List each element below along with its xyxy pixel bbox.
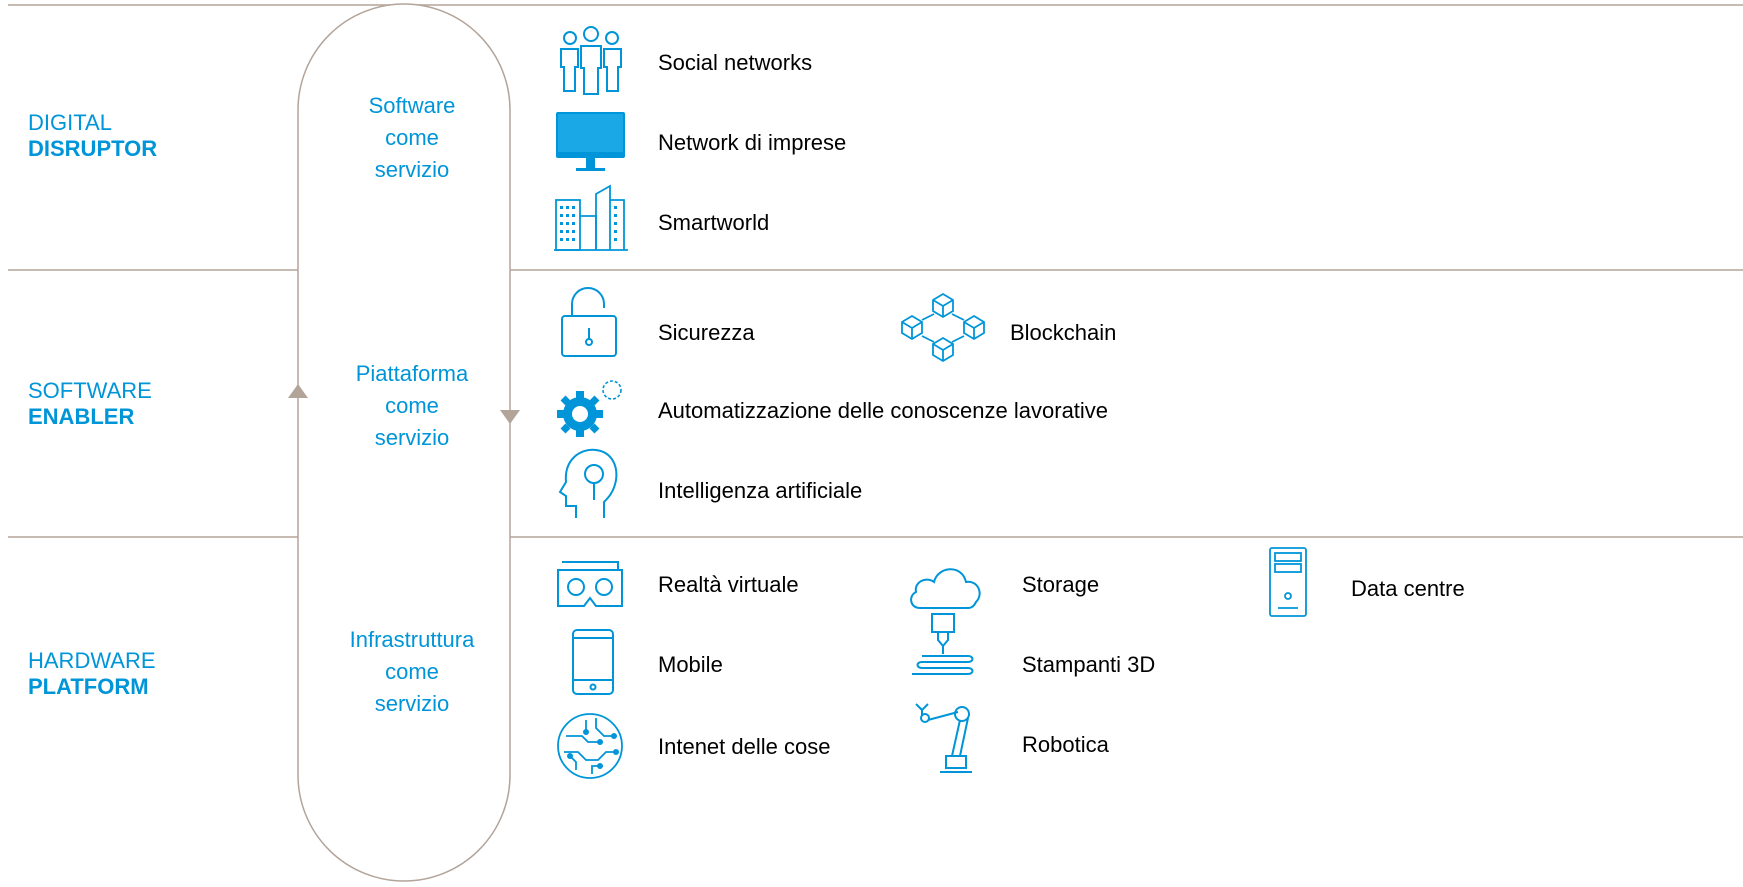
item-automatizzazione: Automatizzazione delle conoscenze lavora… — [658, 398, 1109, 423]
blockchain-cubes-icon — [901, 292, 985, 363]
service-line2: come — [385, 125, 439, 150]
service-line3: servizio — [374, 691, 450, 716]
vr-headset-icon — [557, 561, 623, 607]
item-social-networks: Social networks — [658, 50, 813, 75]
buildings-icon — [554, 184, 628, 251]
layer-label-line1: HARDWARE — [28, 648, 156, 673]
item-stampanti-3d: Stampanti 3D — [1022, 652, 1156, 677]
layer-label-line2: ENABLER — [28, 404, 135, 429]
ai-head-icon — [558, 448, 618, 518]
layer-label-line2: DISRUPTOR — [28, 136, 158, 161]
service-label-platform: Piattaforma come servizio — [312, 358, 512, 454]
service-label-software: Software come servizio — [312, 90, 512, 186]
gears-icon — [557, 380, 622, 437]
cloud-icon — [910, 568, 981, 609]
item-smartworld: Smartworld — [658, 210, 770, 235]
loop-arrow-down — [500, 410, 520, 424]
smartphone-icon — [572, 629, 614, 695]
layer-label-hardware: HARDWARE PLATFORM — [28, 648, 156, 700]
item-data-centre: Data centre — [1351, 576, 1465, 601]
layer-label-line2: PLATFORM — [28, 674, 149, 699]
circuit-globe-icon — [557, 713, 623, 779]
service-label-infrastructure: Infrastruttura come servizio — [312, 624, 512, 720]
item-mobile: Mobile — [658, 652, 723, 677]
layer-label-line1: DIGITAL — [28, 110, 112, 135]
monitor-icon — [556, 112, 625, 171]
robot-arm-icon — [915, 703, 972, 773]
service-line3: servizio — [374, 425, 450, 450]
loop-arrow-up — [288, 384, 308, 398]
service-line2: come — [385, 659, 439, 684]
layer-label-line1: SOFTWARE — [28, 378, 152, 403]
item-realta-virtuale: Realtà virtuale — [658, 572, 799, 597]
item-blockchain: Blockchain — [1010, 320, 1117, 345]
open-padlock-icon — [561, 287, 617, 357]
item-storage: Storage — [1022, 572, 1100, 597]
server-icon — [1269, 547, 1307, 617]
layer-label-digital: DIGITAL DISRUPTOR — [28, 110, 157, 162]
item-intelligenza-artificiale: Intelligenza artificiale — [658, 478, 863, 503]
service-line2: come — [385, 393, 439, 418]
service-line1: Infrastruttura — [349, 627, 475, 652]
item-intenet-delle-cose: Intenet delle cose — [658, 734, 831, 759]
3d-printer-icon — [912, 613, 974, 675]
service-line3: servizio — [374, 157, 450, 182]
service-line1: Piattaforma — [355, 361, 469, 386]
people-group-icon — [560, 26, 622, 95]
item-robotica: Robotica — [1022, 732, 1109, 757]
item-sicurezza: Sicurezza — [658, 320, 755, 345]
service-line1: Software — [368, 93, 456, 118]
item-network-imprese: Network di imprese — [658, 130, 847, 155]
service-loop-capsule — [297, 3, 511, 882]
layer-label-software: SOFTWARE ENABLER — [28, 378, 152, 430]
